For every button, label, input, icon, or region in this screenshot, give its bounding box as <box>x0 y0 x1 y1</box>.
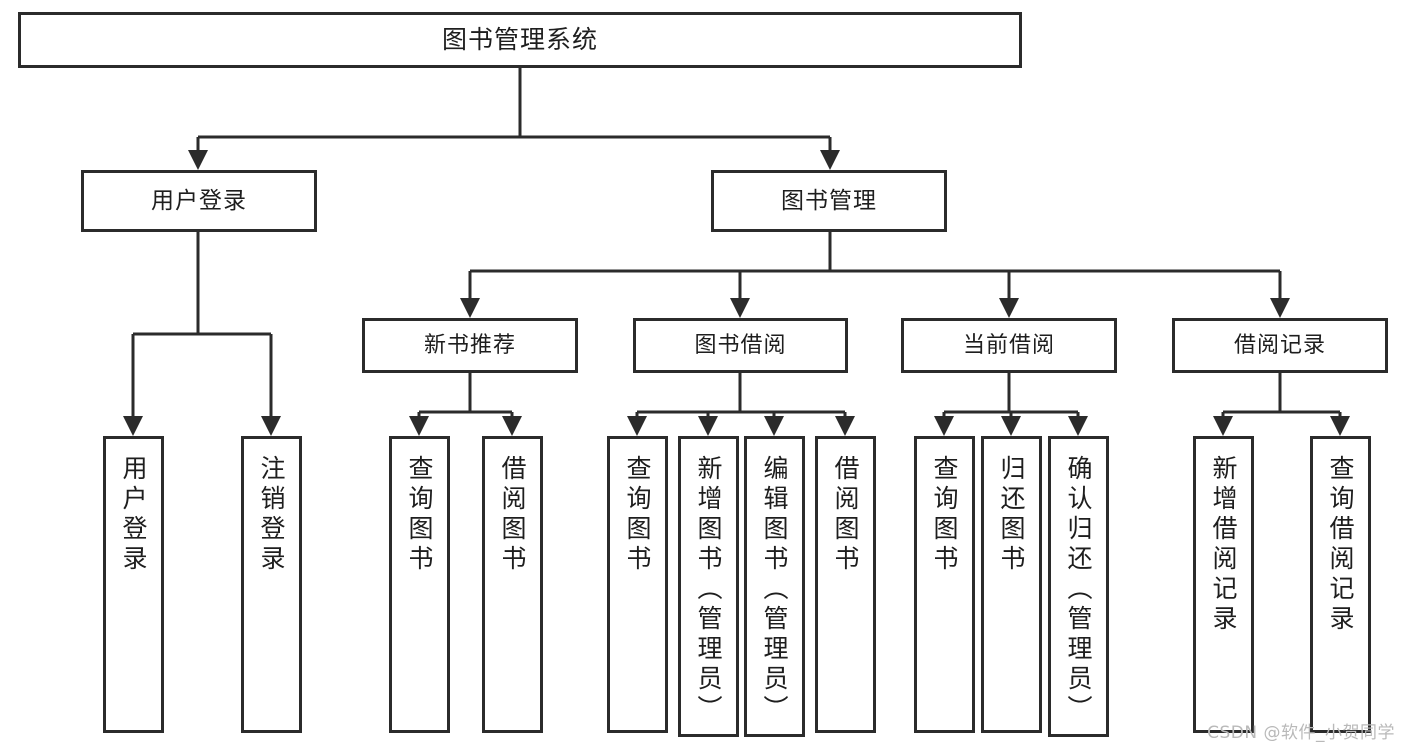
arrowhead-leaf-query-book-1 <box>409 416 429 436</box>
node-root[interactable]: 图书管理系统 <box>18 12 1022 68</box>
node-leaf-add-book-label: 新增图书（管理员） <box>694 455 723 725</box>
node-leaf-query-book-1-label: 查询图书 <box>405 455 434 575</box>
arrowhead-leaf-add-book <box>698 416 718 436</box>
node-leaf-borrow-book-2[interactable]: 借阅图书 <box>815 436 876 733</box>
arrowhead-book-borrow <box>730 298 750 318</box>
arrowhead-leaf-return-book <box>1001 416 1021 436</box>
node-leaf-edit-book[interactable]: 编辑图书（管理员） <box>744 436 805 737</box>
node-leaf-borrow-book-1[interactable]: 借阅图书 <box>482 436 543 733</box>
arrowhead-borrow-record <box>1270 298 1290 318</box>
node-leaf-user-login[interactable]: 用户登录 <box>103 436 164 733</box>
node-leaf-query-book-2[interactable]: 查询图书 <box>607 436 668 733</box>
node-book-borrow[interactable]: 图书借阅 <box>633 318 848 373</box>
arrowhead-leaf-query-book-3 <box>934 416 954 436</box>
node-borrow-record-label: 借阅记录 <box>1233 332 1326 358</box>
node-current-borrow-label: 当前借阅 <box>962 332 1055 358</box>
node-borrow-record[interactable]: 借阅记录 <box>1172 318 1388 373</box>
node-leaf-add-record[interactable]: 新增借阅记录 <box>1193 436 1254 733</box>
node-leaf-add-record-label: 新增借阅记录 <box>1209 455 1238 635</box>
node-leaf-confirm-return-label: 确认归还（管理员） <box>1064 455 1093 725</box>
arrowhead-current-borrow <box>999 298 1019 318</box>
node-leaf-query-book-3-label: 查询图书 <box>930 455 959 575</box>
node-leaf-logout-label: 注销登录 <box>257 455 286 575</box>
node-new-book-recommend-label: 新书推荐 <box>423 332 516 358</box>
node-leaf-query-book-3[interactable]: 查询图书 <box>914 436 975 733</box>
node-leaf-borrow-book-2-label: 借阅图书 <box>831 455 860 575</box>
arrowhead-book-manage <box>820 150 840 170</box>
node-user-login[interactable]: 用户登录 <box>81 170 317 232</box>
node-leaf-query-book-2-label: 查询图书 <box>623 455 652 575</box>
arrowhead-user-login <box>188 150 208 170</box>
node-leaf-query-record-label: 查询借阅记录 <box>1326 455 1355 635</box>
watermark: CSDN @软件_小贺同学 <box>1207 723 1395 743</box>
node-leaf-borrow-book-1-label: 借阅图书 <box>498 455 527 575</box>
node-leaf-confirm-return[interactable]: 确认归还（管理员） <box>1048 436 1109 737</box>
arrowhead-new-book-recommend <box>460 298 480 318</box>
node-leaf-user-login-label: 用户登录 <box>119 455 148 575</box>
arrowhead-leaf-borrow-book-2 <box>835 416 855 436</box>
node-leaf-logout[interactable]: 注销登录 <box>241 436 302 733</box>
node-leaf-query-record[interactable]: 查询借阅记录 <box>1310 436 1371 733</box>
arrowhead-leaf-query-book-2 <box>627 416 647 436</box>
node-leaf-query-book-1[interactable]: 查询图书 <box>389 436 450 733</box>
arrowhead-leaf-confirm-return <box>1068 416 1088 436</box>
node-leaf-return-book[interactable]: 归还图书 <box>981 436 1042 733</box>
node-current-borrow[interactable]: 当前借阅 <box>901 318 1117 373</box>
node-leaf-add-book[interactable]: 新增图书（管理员） <box>678 436 739 737</box>
arrowhead-leaf-user-login <box>123 416 143 436</box>
node-new-book-recommend[interactable]: 新书推荐 <box>362 318 578 373</box>
node-root-label: 图书管理系统 <box>441 25 598 55</box>
arrowhead-leaf-edit-book <box>764 416 784 436</box>
node-leaf-edit-book-label: 编辑图书（管理员） <box>760 455 789 725</box>
node-book-manage-label: 图书管理 <box>781 187 877 214</box>
node-user-login-label: 用户登录 <box>151 187 247 214</box>
arrowhead-leaf-borrow-book-1 <box>502 416 522 436</box>
arrowhead-leaf-query-record <box>1330 416 1350 436</box>
arrowhead-leaf-logout <box>261 416 281 436</box>
arrowhead-leaf-add-record <box>1213 416 1233 436</box>
node-leaf-return-book-label: 归还图书 <box>997 455 1026 575</box>
node-book-borrow-label: 图书借阅 <box>694 332 787 358</box>
node-book-manage[interactable]: 图书管理 <box>711 170 947 232</box>
